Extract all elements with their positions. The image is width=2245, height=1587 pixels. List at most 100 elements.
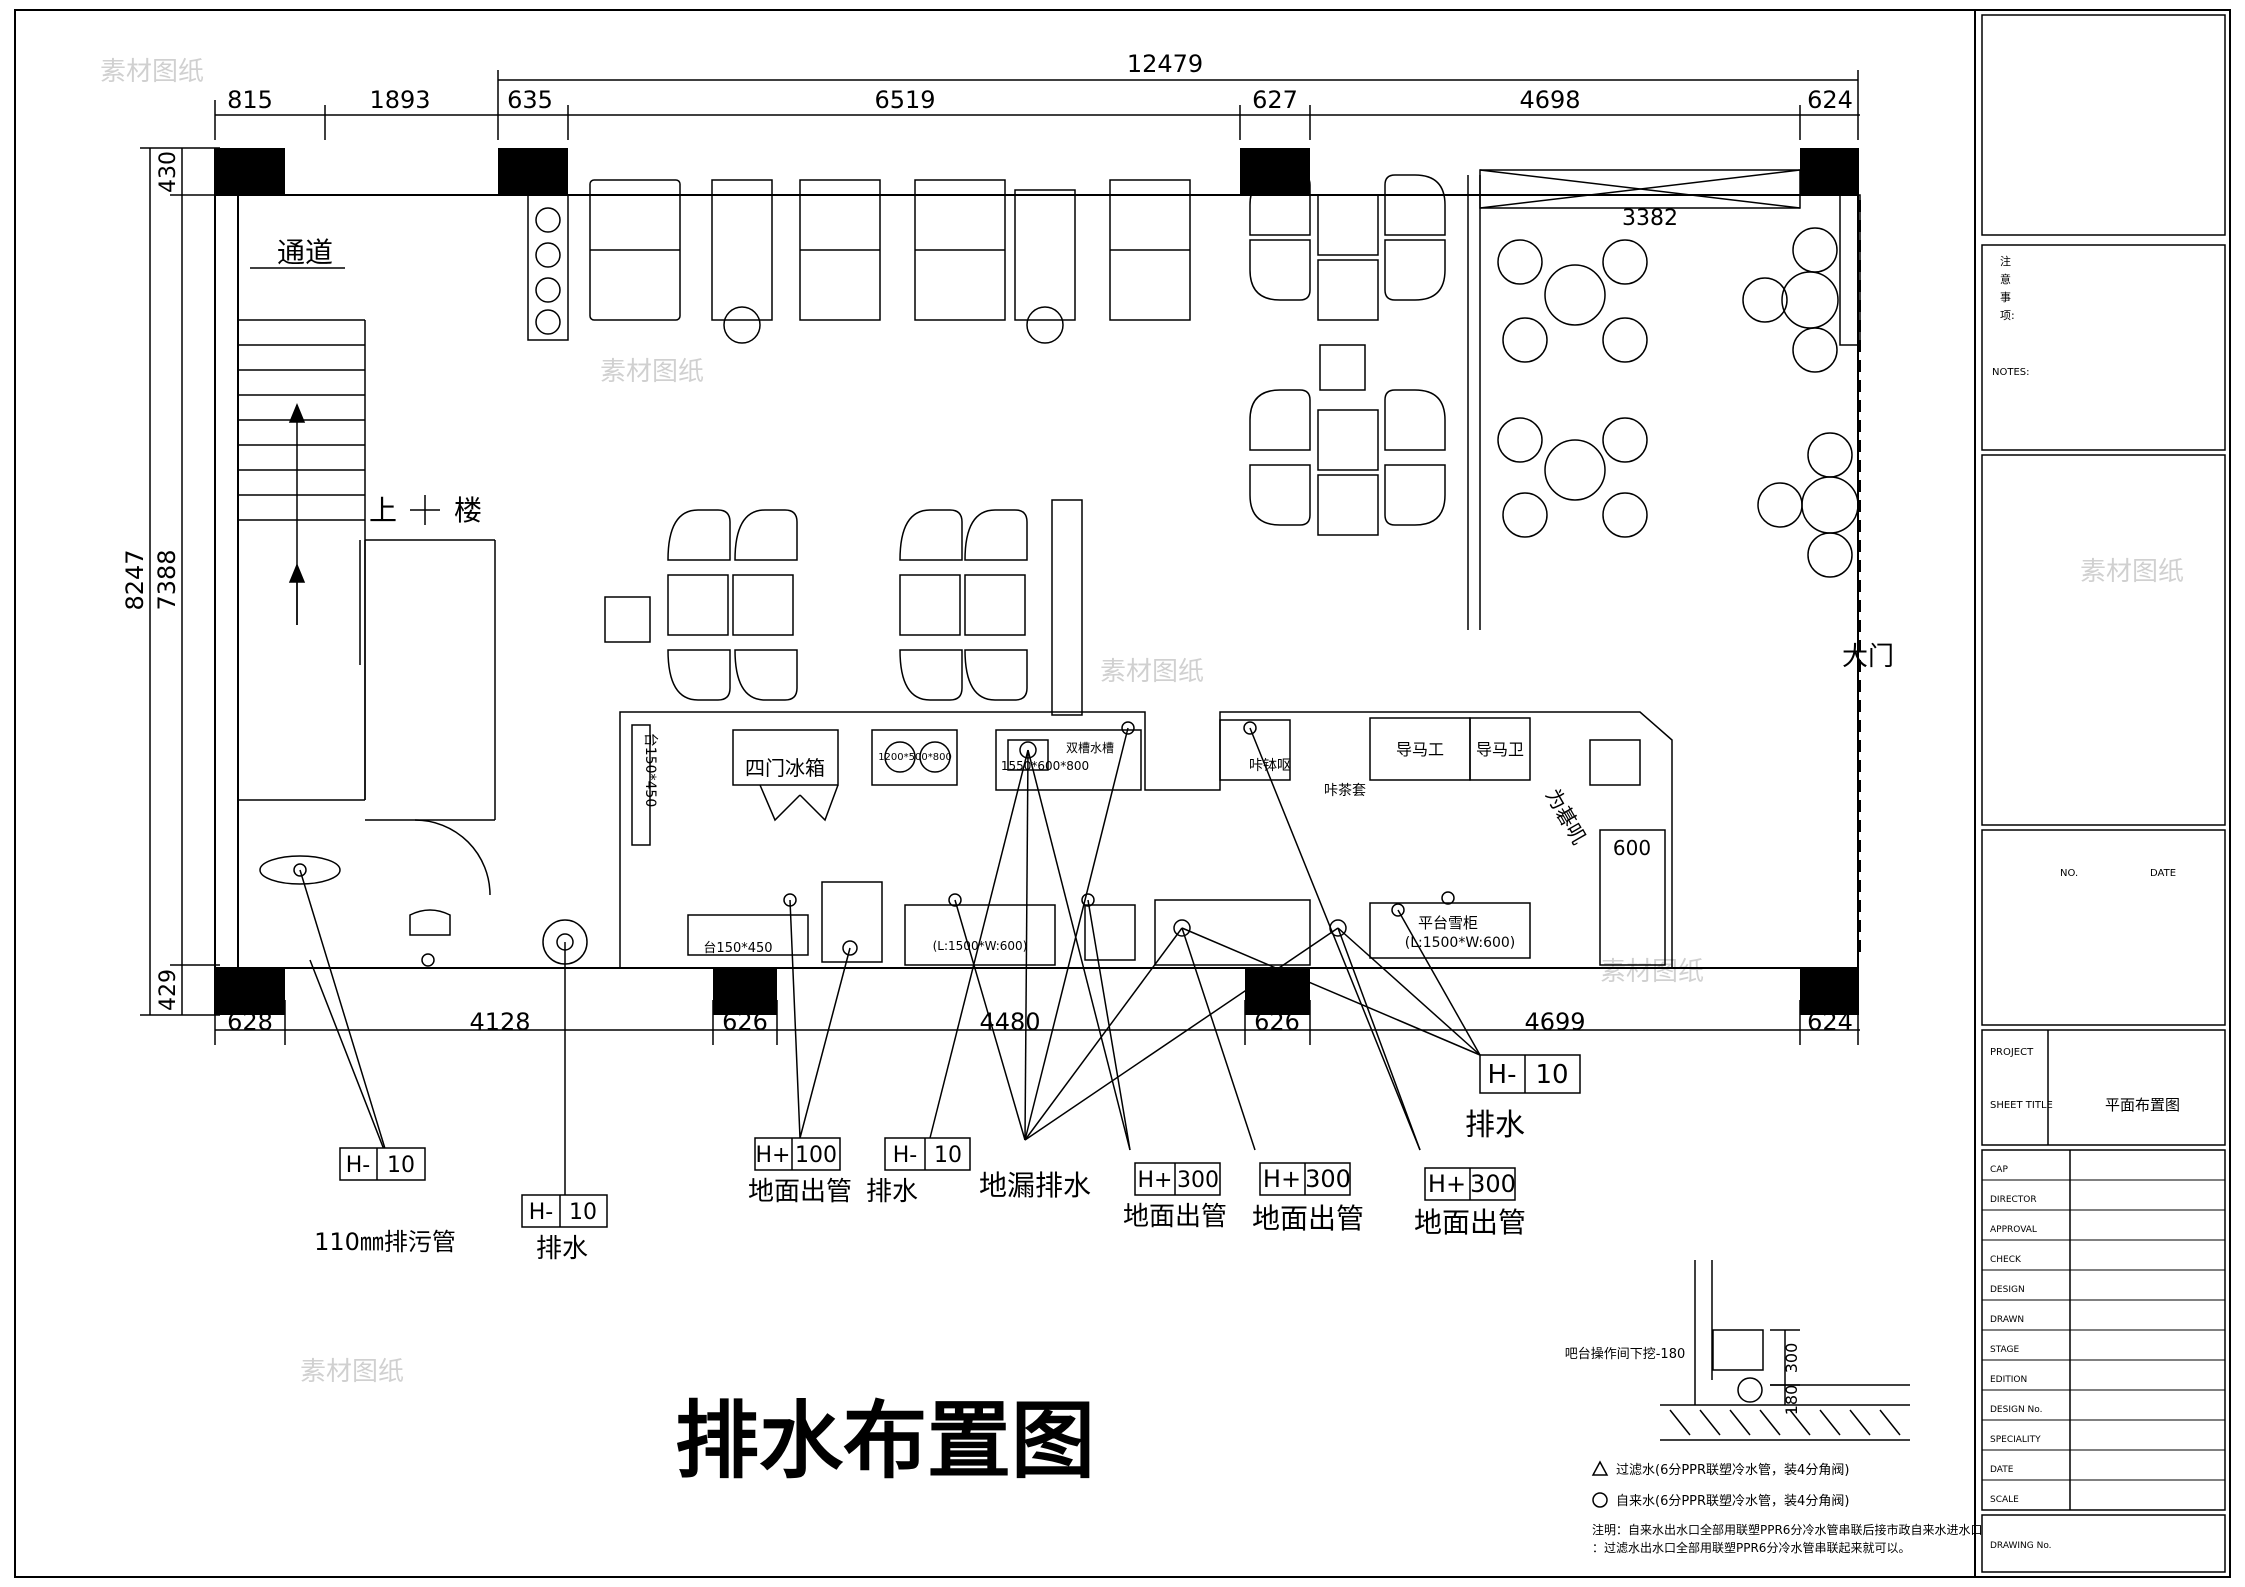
- tag-2-value: 10: [569, 1200, 597, 1225]
- tag-boxes: [339, 1054, 1581, 1228]
- kitchen-counters: [619, 711, 1673, 968]
- tb-row-9: DESIGN No.: [1990, 1405, 2043, 1415]
- tag-2-code: H-: [529, 1200, 553, 1225]
- drawing-title: 排水布置图: [675, 1392, 1095, 1490]
- tag-6-code: H+: [1138, 1168, 1173, 1193]
- sheet-title: 平面布置图: [2105, 1096, 2180, 1114]
- legend-1: 过滤水(6分PPR联塑冷水管，装4分角阀): [1616, 1463, 1849, 1478]
- legend-2: 自来水(6分PPR联塑冷水管，装4分角阀): [1616, 1494, 1849, 1509]
- dim-top-7: 624: [1807, 86, 1853, 114]
- tb-row-12: SCALE: [1990, 1495, 2019, 1505]
- notes-item-3: 项:: [2000, 309, 2015, 322]
- dim-left-3: 429: [156, 969, 181, 1011]
- tag-6-value: 300: [1177, 1168, 1219, 1193]
- seating-width-dim: 3382: [1622, 206, 1678, 231]
- tag-9-label: 排水: [1465, 1108, 1525, 1143]
- ice-cabinet-size-label: (L:1500*W:600): [1405, 935, 1516, 951]
- dim-total-width: 12479: [1127, 50, 1203, 78]
- main-door-label: 大门: [1842, 642, 1894, 672]
- tag-3-value: 100: [795, 1143, 837, 1168]
- double-sink-label: 双槽水槽: [1066, 741, 1114, 755]
- tables-left-middle: [604, 499, 1083, 716]
- detail-dim-300: 300: [1782, 1343, 1801, 1374]
- booth-seating-top: [589, 179, 1191, 344]
- note-line-2: ：过滤水出水口全部用联塑PPR6分冷水管串联起来就可以。: [1592, 1540, 1910, 1555]
- dim-left-total: 8247: [121, 549, 149, 610]
- tb-drawing-no: DRAWING No.: [1990, 1541, 2052, 1551]
- walls: [214, 148, 1861, 1015]
- title-block-rows: [1982, 1179, 2225, 1481]
- notes-head: 注: [2000, 254, 2011, 268]
- desc-date: DATE: [2150, 868, 2176, 879]
- tag-9-value: 10: [1535, 1060, 1568, 1090]
- dim-top-4: 6519: [874, 86, 935, 114]
- dim-left-1: 430: [156, 151, 181, 193]
- dim-top-3: 635: [507, 86, 553, 114]
- watermark-text: 素材图纸: [2080, 557, 2184, 587]
- tag-1-value: 10: [387, 1153, 415, 1178]
- work-table-size-label: (L:1500*W:600): [933, 939, 1028, 953]
- tag-9-code: H-: [1488, 1060, 1517, 1090]
- floor-drain-label: 地漏排水: [979, 1169, 1091, 1202]
- counter-label-2: 导马卫: [1476, 740, 1524, 759]
- tb-row-1: CAP: [1990, 1165, 2008, 1175]
- fridge-size-label: 1200*500*800: [878, 752, 952, 763]
- tag-8-label: 地面出管: [1414, 1206, 1526, 1239]
- round-tables-right: [1467, 169, 1861, 630]
- four-door-fridge-label: 四门冰箱: [745, 756, 825, 780]
- tb-row-10: SPECIALITY: [1990, 1435, 2041, 1445]
- stairs-floor-label: 楼: [454, 494, 482, 527]
- dim-top-1: 815: [227, 86, 273, 114]
- planter-top-left: [527, 194, 569, 341]
- detail-dim-180: 180: [1782, 1385, 1801, 1416]
- watermark-text: 素材图纸: [600, 357, 704, 387]
- tag-4-label: 排水: [866, 1177, 918, 1207]
- counter-label-1: 导马工: [1396, 740, 1444, 759]
- counter-label-4: 咔茶套: [1324, 783, 1366, 799]
- left-dimensions: [140, 147, 220, 1016]
- tb-row-5: DESIGN: [1990, 1285, 2025, 1295]
- tag-8-code: H+: [1428, 1170, 1466, 1198]
- tag-3-code: H+: [756, 1143, 791, 1168]
- passage-label: 通道: [277, 236, 333, 269]
- tag-7-label: 地面出管: [1252, 1202, 1364, 1235]
- ice-cabinet-label: 平台雪柜: [1418, 914, 1478, 932]
- notes-item-2: 事: [2000, 291, 2011, 304]
- tb-row-3: APPROVAL: [1990, 1225, 2037, 1235]
- dim-top-5: 627: [1252, 86, 1298, 114]
- legend-symbols: [1591, 1460, 1609, 1508]
- drawing-frame: [14, 9, 2231, 1578]
- tb-row-7: STAGE: [1990, 1345, 2019, 1355]
- dim-bottom-6: 4699: [1524, 1008, 1585, 1036]
- leader-lines: [299, 727, 1481, 1195]
- tag-3-label: 地面出管: [748, 1177, 852, 1207]
- table-150x450-label: 台150*450: [703, 941, 772, 956]
- sheet-title-label: SHEET TITLE: [1990, 1100, 2053, 1111]
- tables-center: [1249, 174, 1446, 536]
- section-detail: [1660, 1260, 1910, 1441]
- tb-row-8: EDITION: [1990, 1375, 2027, 1385]
- dim-bottom-2: 4128: [469, 1008, 530, 1036]
- tag-7-value: 300: [1305, 1165, 1351, 1193]
- tag-4-value: 10: [934, 1143, 962, 1168]
- watermark-text: 素材图纸: [300, 1357, 404, 1387]
- detail-label: 吧台操作间下挖-180: [1565, 1346, 1686, 1362]
- tag-6-label: 地面出管: [1123, 1202, 1227, 1232]
- tb-row-6: DRAWN: [1990, 1315, 2024, 1325]
- top-dimensions: [214, 70, 1860, 140]
- watermark-text: 素材图纸: [100, 57, 204, 87]
- notes-item-1: 意: [2000, 272, 2011, 286]
- tag-1-label: 110㎜排污管: [314, 1228, 456, 1256]
- cashier-label: 为碁叽: [1541, 785, 1592, 849]
- dim-top-2: 1893: [369, 86, 430, 114]
- tag-1-code: H-: [346, 1153, 370, 1178]
- double-sink-size: 1550*600*800: [1001, 759, 1089, 773]
- tag-7-code: H+: [1263, 1165, 1301, 1193]
- counter-label-3: 咔钵呕: [1249, 758, 1291, 774]
- structural-columns: [215, 148, 1858, 1015]
- dim-left-2: 7388: [153, 549, 181, 610]
- cabinet-600-label: 600: [1613, 836, 1651, 860]
- sink-150x450-label: 台150*450: [642, 733, 658, 807]
- watermark-pattern: 素材图纸 素材图纸 素材图纸 素材图纸 素材图纸 素材图纸: [100, 57, 2184, 1387]
